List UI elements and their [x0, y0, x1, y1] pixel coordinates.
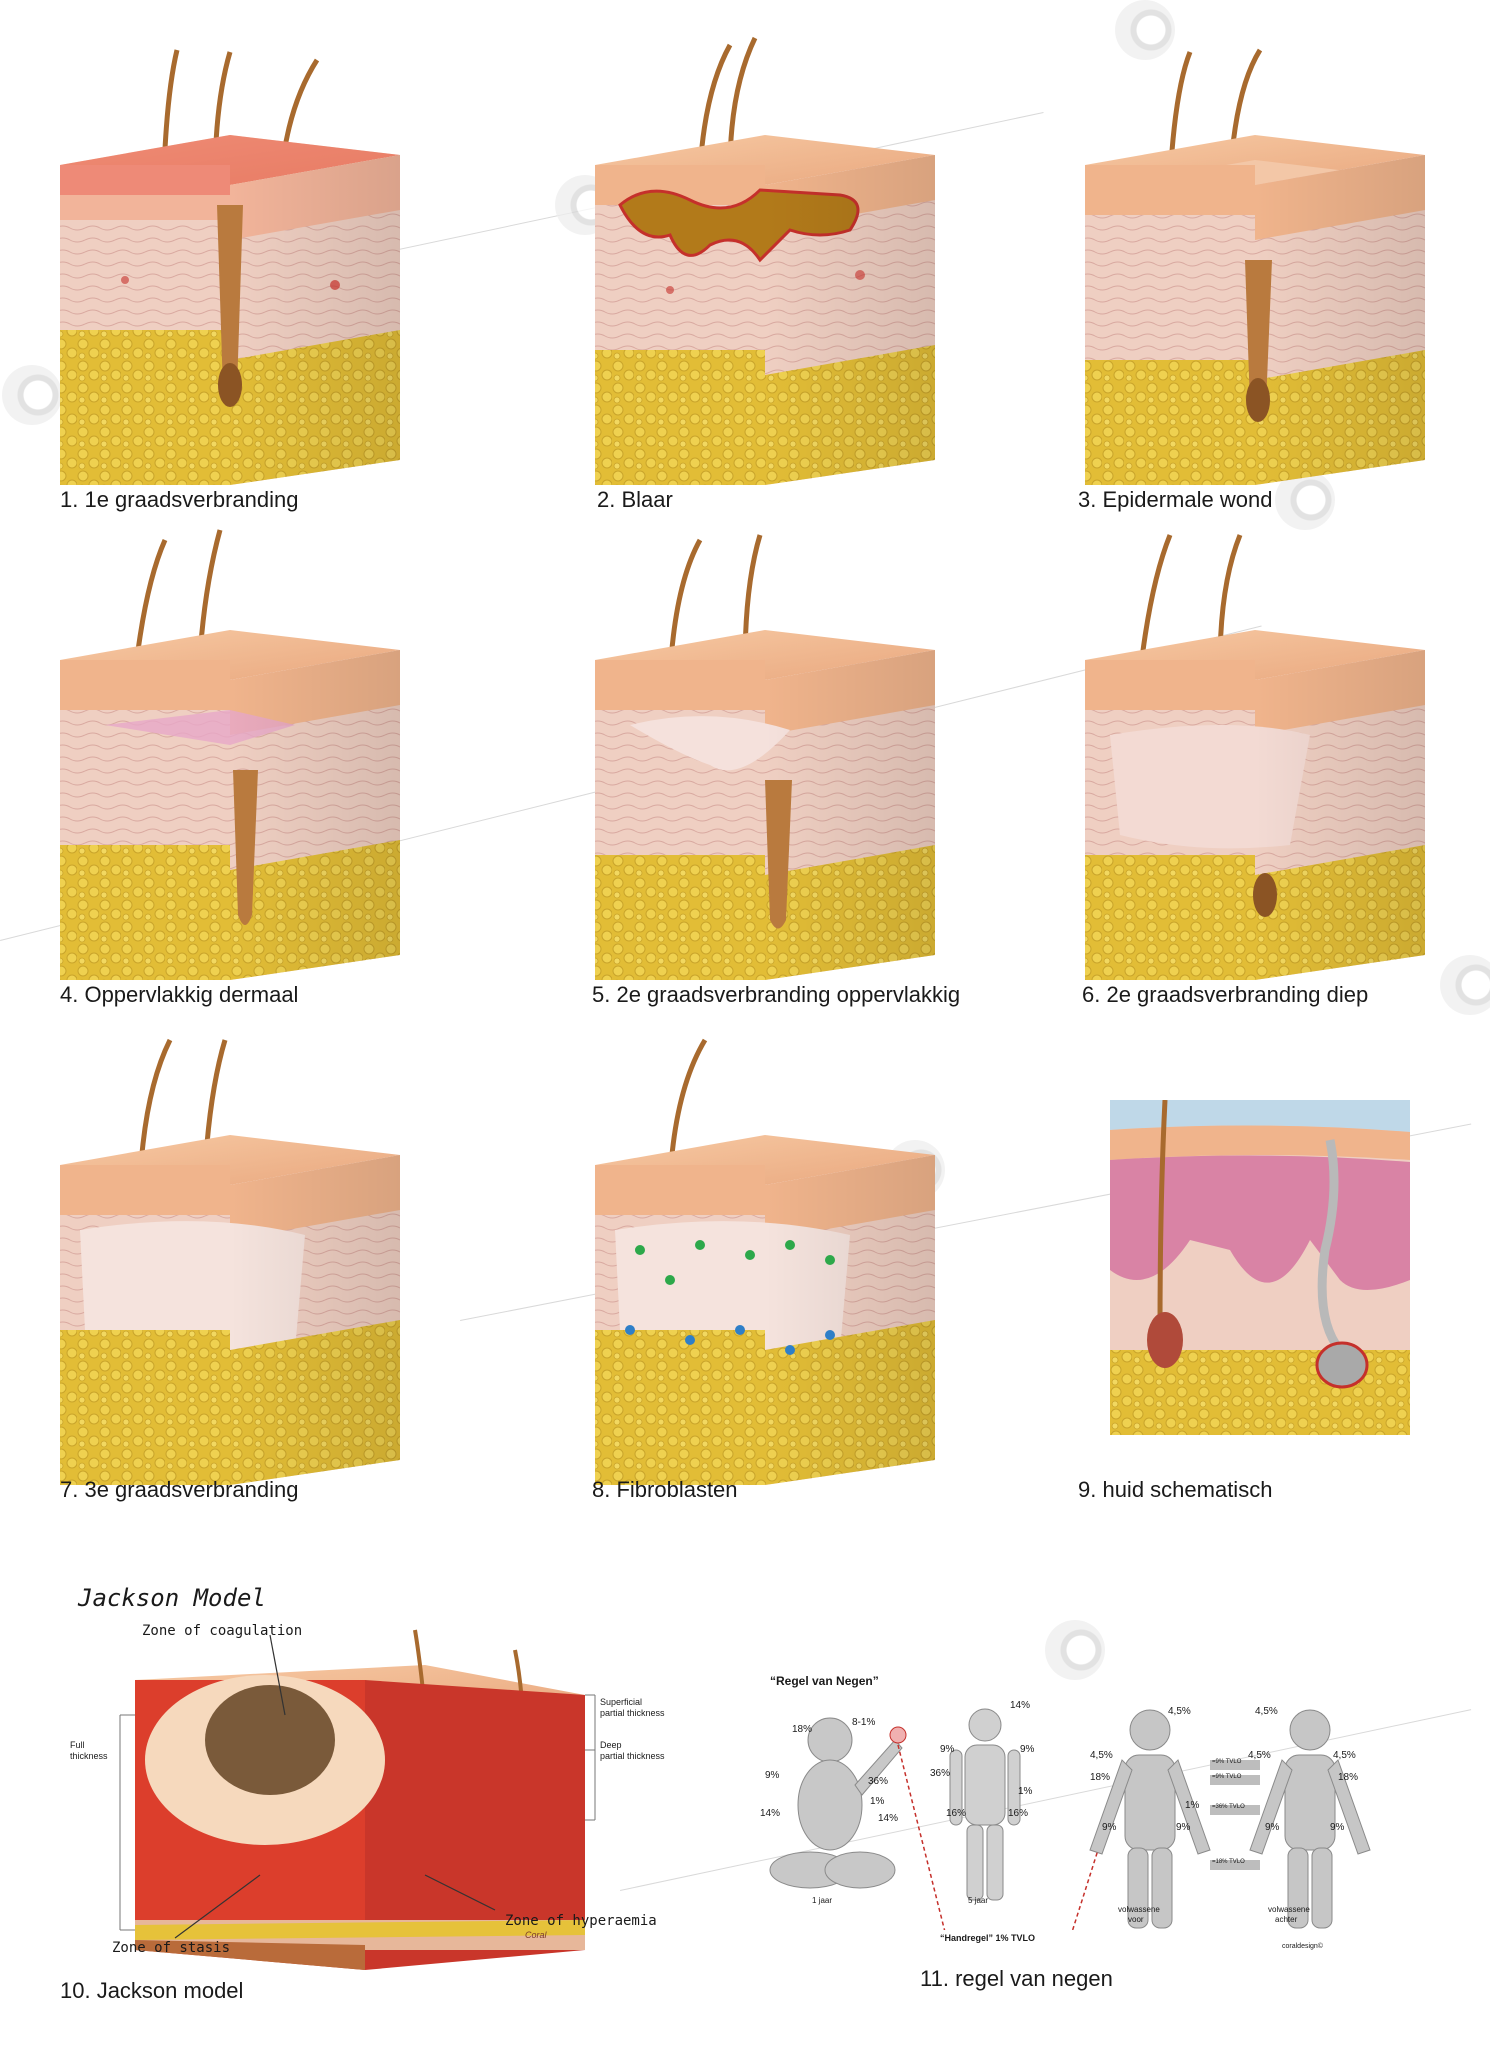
figure-label-back-2: achter [1275, 1915, 1298, 1924]
front-label-arm-left: 4,5% [1090, 1750, 1113, 1761]
front-label-leg-right: 9% [1176, 1822, 1191, 1833]
baby-label-leg-left: 14% [760, 1808, 781, 1819]
panel-7-third-degree-burn [55, 1030, 405, 1490]
jackson-title: Jackson Model [78, 1584, 266, 1612]
figure-label-baby: 1 jaar [812, 1896, 833, 1905]
panel-9-caption: 9. huid schematisch [1078, 1477, 1273, 1502]
hand-rule-label: “Handregel” 1% TVLO [940, 1933, 1036, 1943]
panel-8-caption: 8. Fibroblasten [592, 1477, 738, 1502]
panel-1-caption: 1. 1e graadsverbranding [60, 487, 299, 512]
zone-hyperaemia-label: Zone of hyperaemia [505, 1913, 657, 1929]
baby-label-trunk: 36% [868, 1776, 889, 1787]
deep-label-2: partial thickness [600, 1751, 665, 1761]
panel-6-caption: 6. 2e graadsverbranding diep [1082, 982, 1369, 1007]
skin-block-illustration [595, 534, 935, 980]
deep-label-1: Deep [600, 1740, 622, 1750]
panel-3-epidermal-wound [1080, 30, 1430, 490]
panel-8-fibroblasts [590, 1030, 940, 1490]
skin-block-illustration [60, 49, 400, 485]
superficial-label-2: partial thickness [600, 1708, 665, 1718]
panel-4-superficial-dermal [55, 525, 405, 985]
back-label-arm-left: 4,5% [1248, 1750, 1271, 1761]
figure-label-back-1: volwassene [1268, 1905, 1310, 1914]
credit-label: coraldesign© [1282, 1943, 1323, 1950]
skin-block-illustration [60, 529, 400, 980]
jackson-caption: 10. Jackson model [60, 1978, 244, 2003]
tvlo-box-trunk: =36% TVLO [1212, 1804, 1245, 1810]
baby-label-head: 18% [792, 1724, 813, 1735]
panel-7-caption: 7. 3e graadsverbranding [60, 1477, 299, 1502]
front-label-head: 4,5% [1168, 1706, 1191, 1717]
child-label-leg-left: 16% [946, 1808, 967, 1819]
rule-of-nine-title: “Regel van Negen” [770, 1674, 879, 1688]
panel-2-caption: 2. Blaar [597, 487, 673, 512]
front-label-genital: 1% [1185, 1800, 1200, 1811]
jackson-signature: Coral [525, 1930, 547, 1940]
tvlo-box-head: =9% TVLO [1212, 1759, 1242, 1765]
figure-label-child: 5 jaar [968, 1896, 989, 1905]
front-label-leg-left: 9% [1102, 1822, 1117, 1833]
panel-6-second-degree-deep [1080, 525, 1430, 985]
child-label-arm-left: 9% [940, 1744, 955, 1755]
child-label-genital: 1% [1018, 1786, 1033, 1797]
panel-3-caption: 3. Epidermale wond [1078, 487, 1273, 512]
panel-4-caption: 4. Oppervlakkig dermaal [60, 982, 299, 1007]
baby-label-hand: 8-1% [852, 1717, 876, 1728]
figure-label-front-2: voor [1128, 1915, 1144, 1924]
baby-label-genital: 1% [870, 1796, 885, 1807]
baby-label-arm: 9% [765, 1770, 780, 1781]
zone-stasis-label: Zone of stasis [112, 1940, 231, 1956]
child-label-head: 14% [1010, 1700, 1031, 1711]
skin-block-illustration [595, 36, 935, 485]
back-label-leg-left: 9% [1265, 1822, 1280, 1833]
panel-5-second-degree-superficial [590, 525, 940, 985]
back-label-head: 4,5% [1255, 1706, 1278, 1717]
tvlo-box-leg: =18% TVLO [1212, 1859, 1245, 1865]
front-label-arm-right: 18% [1090, 1772, 1111, 1783]
superficial-label-1: Superficial [600, 1697, 643, 1707]
back-label-arm-right: 4,5% [1333, 1750, 1356, 1761]
child-label-trunk: 36% [930, 1768, 951, 1779]
skin-block-illustration [1085, 48, 1425, 485]
skin-block-illustration [1085, 534, 1425, 980]
jackson-model-diagram [55, 1620, 675, 1990]
baby-label-leg-right: 14% [878, 1813, 899, 1824]
full-thickness-label-1: Full [70, 1740, 85, 1750]
tvlo-box-arm: =9% TVLO [1212, 1774, 1242, 1780]
rule-of-nine-diagram [750, 1700, 1390, 1933]
rule-of-nine-caption: 11. regel van negen [920, 1966, 1113, 1991]
back-label-leg-right: 9% [1330, 1822, 1345, 1833]
child-label-arm-right: 9% [1020, 1744, 1035, 1755]
figure-label-front-1: volwassene [1118, 1905, 1160, 1914]
skin-block-illustration [595, 1038, 935, 1485]
panel-1-first-degree-burn [55, 30, 405, 490]
jackson-model-illustration [119, 1629, 596, 1970]
panel-9-skin-schematic [1110, 1099, 1410, 1435]
back-label-trunk: 18% [1338, 1772, 1359, 1783]
zone-coagulation-label: Zone of coagulation [142, 1623, 303, 1639]
panel-5-caption: 5. 2e graadsverbranding oppervlakkig [592, 982, 961, 1007]
body-figures-illustration [769, 1708, 1371, 1933]
child-label-leg-right: 16% [1008, 1808, 1029, 1819]
skin-schematic-illustration [1110, 1099, 1410, 1435]
full-thickness-label-2: thickness [70, 1751, 108, 1761]
panel-2-blister [590, 30, 940, 490]
skin-block-illustration [60, 1038, 400, 1485]
